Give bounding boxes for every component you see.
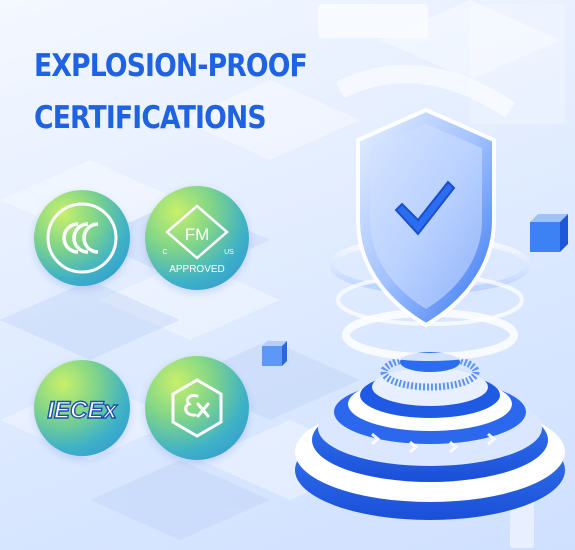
fm-us-text: US (224, 249, 234, 256)
checkmark-icon (394, 180, 456, 236)
fm-approved-badge: FM C US APPROVED (145, 186, 249, 290)
glass-panel-top (318, 4, 428, 38)
fm-approved-text: APPROVED (169, 264, 225, 275)
ring-chevrons (371, 432, 497, 454)
ex-hexagon-icon (171, 378, 223, 438)
ccc-mark-icon (46, 202, 118, 274)
fm-diamond-icon (165, 204, 229, 260)
ccc-certification-badge (34, 190, 130, 286)
title-line-1: EXPLOSION-PROOF (34, 48, 308, 84)
security-shield-illustration (262, 4, 568, 548)
fm-c-text: C (162, 249, 167, 256)
page-title: EXPLOSION-PROOF CERTIFICATIONS (34, 40, 308, 144)
arc-band-top (335, 65, 515, 118)
fm-mark-text: FM (185, 225, 210, 244)
cube-right-icon (530, 214, 568, 252)
iecex-logo: IECEx (47, 396, 119, 424)
iecex-certification-badge: IECEx (34, 360, 130, 456)
ex-certification-badge (145, 356, 249, 460)
iecex-mark-text: IECEx (47, 397, 118, 424)
glass-panel-right (470, 4, 565, 124)
fm-labels: FM C US APPROVED (162, 225, 234, 275)
title-line-2: CERTIFICATIONS (34, 100, 267, 136)
cube-left-icon (262, 341, 287, 366)
